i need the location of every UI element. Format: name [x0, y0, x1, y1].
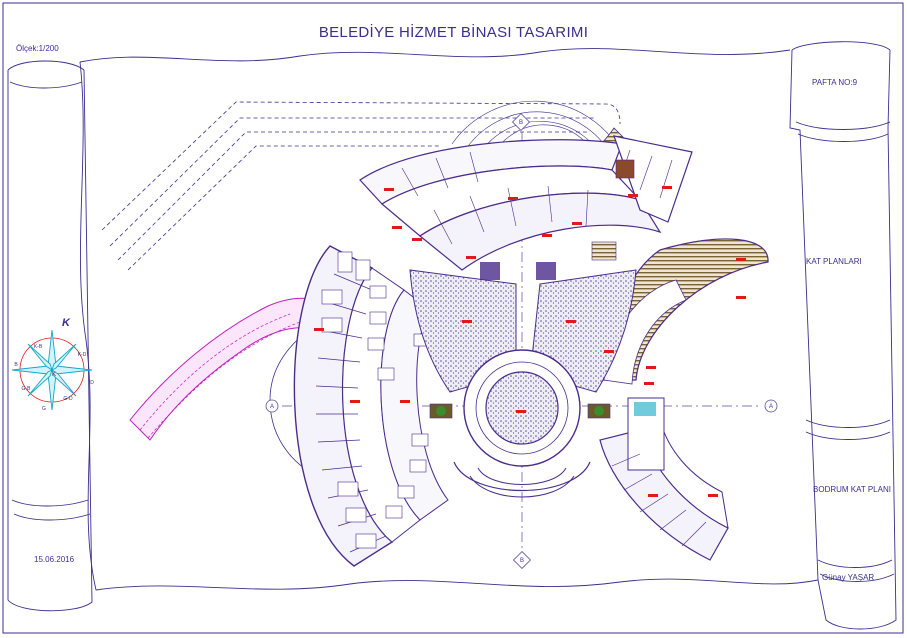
section-markers — [265, 112, 778, 570]
planters — [429, 262, 611, 419]
sheet-number: PAFTA NO:9 — [812, 78, 858, 87]
top-wing-furniture — [615, 159, 635, 179]
compass-point-e: D — [90, 380, 94, 386]
room-labels — [314, 186, 746, 497]
section-marker-bottom: B — [520, 558, 524, 564]
top-wing — [359, 135, 693, 271]
section-marker-right: A — [769, 404, 773, 410]
compass-point-w: B — [14, 362, 18, 368]
drawing-date: 15.06.2016 — [34, 555, 75, 564]
compass-center-label: K — [52, 372, 56, 378]
compass-north-label: K — [62, 317, 71, 329]
compass-point-sw: G-B — [22, 386, 32, 392]
compass-point-s: G — [42, 406, 46, 412]
drawing-title: BELEDİYE HİZMET BİNASI TASARIMI — [318, 24, 589, 41]
compass-point-ne: K-D — [78, 352, 87, 358]
compass-point-se: G-D — [63, 396, 73, 402]
left-wing — [293, 245, 449, 567]
author-name: Günay YAŞAR — [822, 573, 875, 582]
rotunda-outer-wall — [453, 461, 591, 492]
section-marker-top: B — [519, 120, 523, 126]
right-wing-water — [634, 402, 656, 416]
section-marker-left: A — [270, 404, 274, 410]
compass-point-nw: K-B — [34, 344, 43, 350]
central-rotunda — [463, 349, 581, 498]
scroll-frame — [7, 41, 897, 630]
top-wing-stair — [591, 241, 617, 261]
entry-road — [101, 101, 621, 271]
compass-rose — [11, 329, 93, 411]
section-basement-plan: BODRUM KAT PLANI — [813, 485, 891, 494]
scale-label: Ölçek:1/200 — [16, 44, 59, 53]
section-floor-plans: KAT PLANLARI — [806, 257, 862, 266]
right-wing — [599, 238, 769, 561]
